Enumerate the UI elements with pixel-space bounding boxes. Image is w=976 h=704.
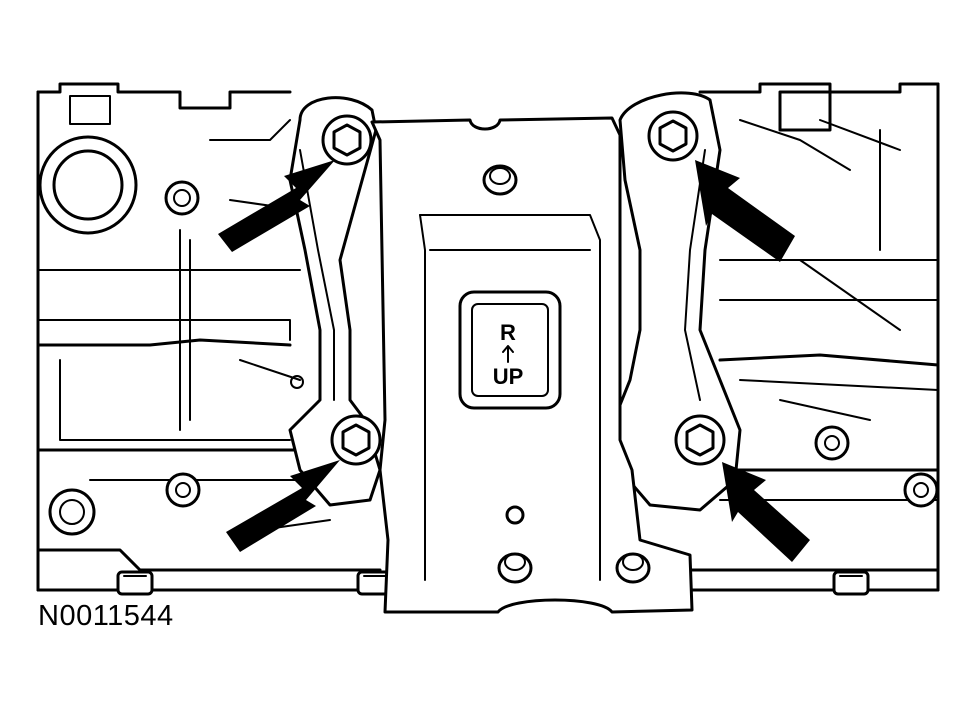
- stud-mid: [505, 505, 525, 525]
- figure-id-label: N0011544: [38, 600, 174, 632]
- arrow-upper-left-icon: [218, 160, 335, 252]
- bolt-upper-right: [647, 110, 699, 162]
- arrow-lower-left-icon: [226, 460, 340, 552]
- arrow-upper-right-icon: [695, 160, 795, 262]
- stud-top: [482, 164, 518, 196]
- stud-bottom-left: [497, 552, 533, 584]
- bolt-lower-right: [674, 414, 726, 466]
- stamp-up-label: UP: [493, 364, 524, 389]
- bolt-upper-left: [321, 114, 373, 166]
- flange-bolts: [48, 375, 939, 596]
- right-connector: [739, 90, 851, 171]
- stud-bottom-right: [615, 552, 651, 584]
- center-bracket: R UP: [370, 116, 694, 614]
- stamp-arrow-icon: [502, 345, 514, 363]
- bolt-lower-left: [330, 414, 382, 466]
- stamp-r-label: R: [500, 320, 516, 345]
- left-port: [38, 95, 200, 235]
- arrow-lower-right-icon: [722, 462, 810, 562]
